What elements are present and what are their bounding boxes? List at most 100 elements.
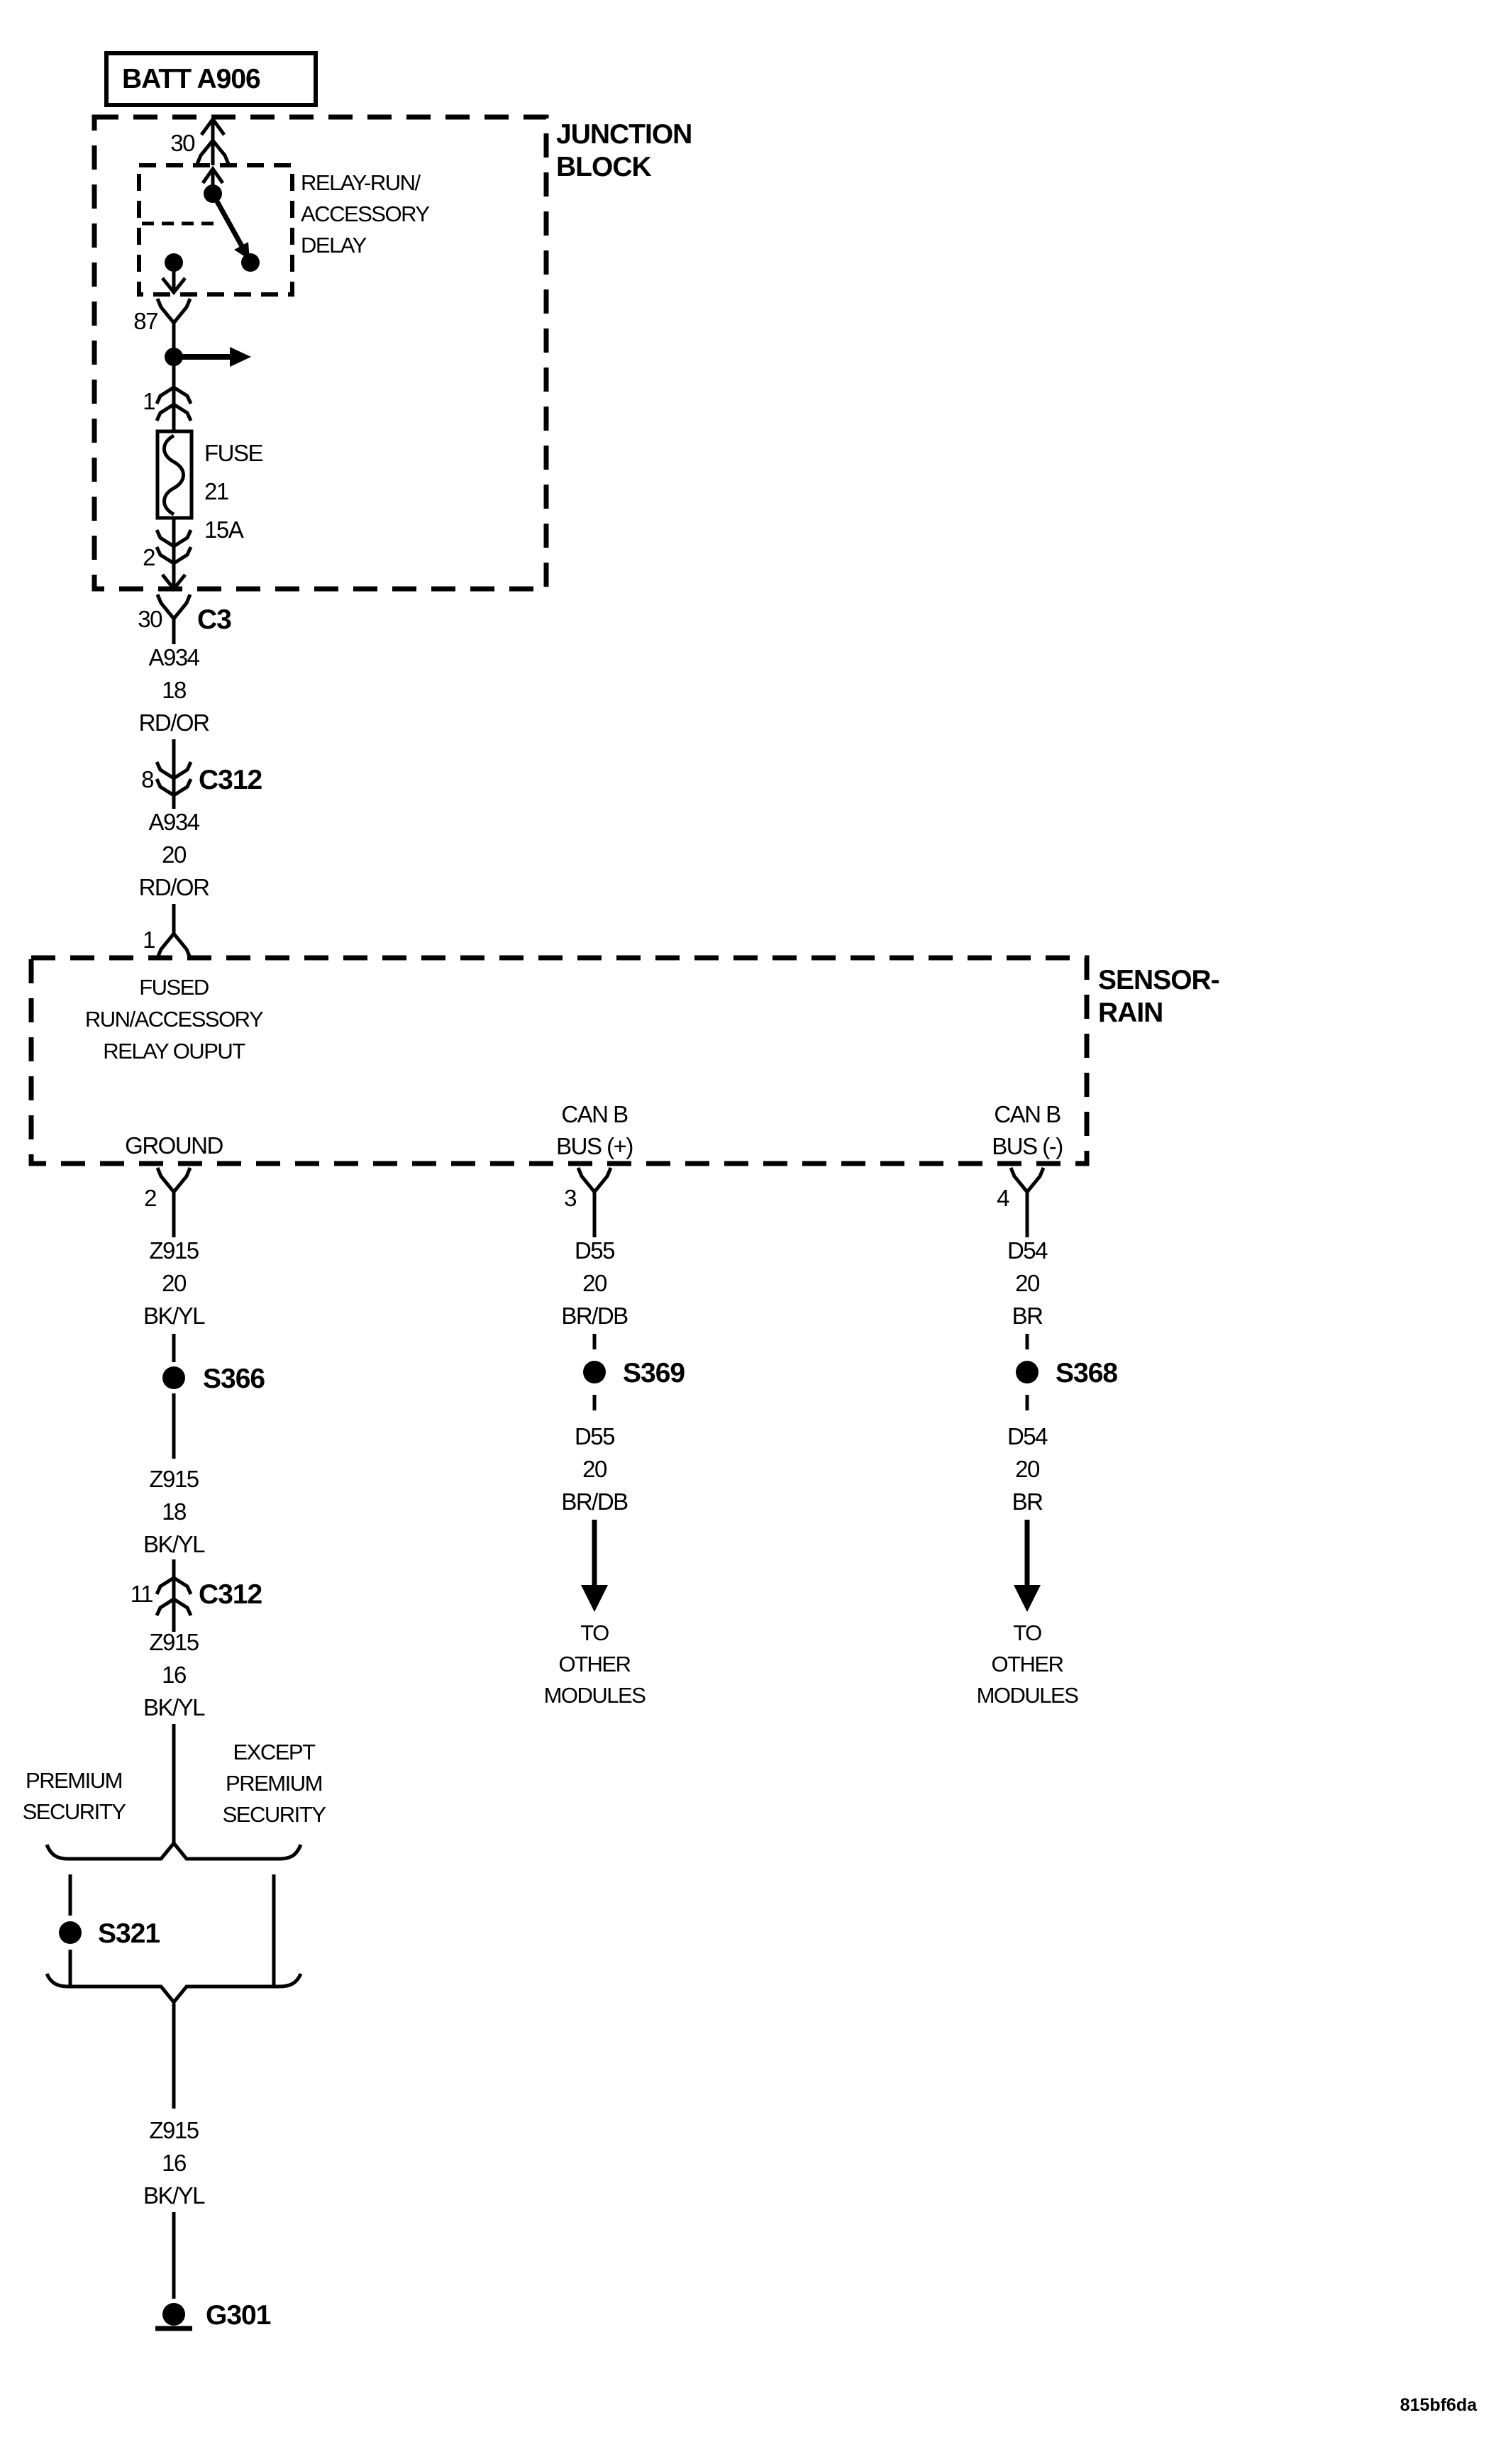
- splice-s368: S368: [1016, 1358, 1118, 1388]
- relay-contact-dot-right: [241, 253, 260, 272]
- arrow-down-icon: [1014, 1585, 1041, 1612]
- relay-box-outline: [137, 163, 294, 297]
- c312-name: C312: [199, 1579, 262, 1610]
- fuse-box-outline: [155, 429, 194, 520]
- wire-gauge: 20: [162, 841, 187, 868]
- sensor-pin-4-connector: 4: [997, 1167, 1046, 1237]
- to-other-modules-2: OTHER: [559, 1652, 631, 1676]
- wire-gauge: 18: [162, 1498, 186, 1525]
- wire-color: BR/DB: [561, 1303, 628, 1329]
- pin-30-connector-icon: [195, 116, 231, 165]
- chevron-down-icon: [155, 778, 193, 797]
- battery-feed-box: BATT A906: [104, 51, 318, 107]
- wire-circuit: D55: [575, 1423, 614, 1449]
- canb-minus-label-2: BUS (-): [992, 1133, 1063, 1159]
- except-premium-label-2: PREMIUM: [226, 1771, 322, 1796]
- wire-label-z915-16-lower: Z915 16 BK/YL: [143, 2117, 206, 2209]
- wire-circuit: D54: [1007, 1423, 1048, 1449]
- ground-name: G301: [206, 2300, 271, 2331]
- premium-security-label-1: PREMIUM: [26, 1768, 122, 1793]
- rain-sensor-box: SENSOR- RAIN FUSED RUN/ACCESSORY RELAY O…: [28, 955, 1220, 1166]
- junction-block-outline: [92, 114, 549, 592]
- wire-label-a934-20: A934 20 RD/OR: [139, 809, 211, 900]
- relay-label-2: ACCESSORY: [301, 201, 429, 226]
- arrow-down-icon: [581, 1585, 608, 1612]
- wire-label-d55-lower: D55 20 BR/DB: [561, 1423, 628, 1515]
- connector-c312-pin11: 11 C312: [131, 1559, 263, 1632]
- fuse-rating: 15A: [204, 516, 244, 543]
- splice-name: S366: [203, 1364, 265, 1394]
- sensor-pin-1-number: 1: [143, 927, 155, 953]
- to-other-modules-3: MODULES: [977, 1683, 1079, 1708]
- fork-icon: [155, 1167, 192, 1193]
- pin-87-number: 87: [133, 308, 157, 334]
- chevron-up-icon: [155, 1597, 193, 1617]
- connector-c3: 30 C3: [138, 594, 232, 644]
- relay-label-1: RELAY-RUN/: [301, 170, 421, 195]
- wire-color: BK/YL: [143, 1694, 205, 1720]
- except-premium-label-1: EXCEPT: [233, 1740, 316, 1764]
- to-other-modules-1: TO: [580, 1620, 609, 1645]
- wire-label-z915-20: Z915 20 BK/YL: [143, 1237, 206, 1329]
- fork-icon: [195, 139, 231, 165]
- arrow-right-icon: [230, 347, 251, 367]
- relay-switch-blade: [210, 192, 245, 248]
- canb-plus-label-2: BUS (+): [556, 1133, 633, 1159]
- fuse-element-icon: [162, 433, 185, 516]
- fuse-number: 21: [204, 478, 228, 504]
- option-split: PREMIUM SECURITY EXCEPT PREMIUM SECURITY…: [23, 1740, 327, 2005]
- rain-sensor-label-2: RAIN: [1098, 998, 1163, 1028]
- chevron-up-icon: [155, 385, 193, 405]
- ground-g301: G301: [155, 2300, 272, 2331]
- fork-icon: [1009, 1167, 1046, 1193]
- arrow-down-icon: [161, 277, 187, 296]
- sensor-pin-2-number: 2: [144, 1185, 156, 1211]
- fused-output-label-2: RUN/ACCESSORY: [85, 1007, 263, 1032]
- fork-down-icon: [155, 932, 192, 958]
- wire-circuit: D54: [1007, 1237, 1048, 1264]
- fuse-pin-1-connector-icon: [155, 385, 193, 422]
- relay-run-accessory-delay: [137, 163, 294, 297]
- to-other-modules-2: OTHER: [992, 1652, 1063, 1676]
- wire-gauge: 16: [162, 1662, 186, 1688]
- junction-block-label-1: JUNCTION: [556, 119, 692, 150]
- splice-name: S369: [623, 1358, 685, 1388]
- canb-plus-column: D55 20 BR/DB S369 D55 20 BR/DB TO OTHER …: [544, 1237, 686, 1708]
- connector-c312-pin8: 8 C312: [141, 761, 263, 809]
- wire-label-d54-lower: D54 20 BR: [1007, 1423, 1049, 1515]
- feed-branch-arrow: [165, 347, 251, 367]
- c3-pin-number: 30: [138, 606, 162, 632]
- premium-security-label-2: SECURITY: [23, 1799, 126, 1824]
- wire-circuit: Z915: [149, 2117, 198, 2143]
- rain-sensor-outline: [28, 955, 1090, 1166]
- split-brace-icon: [45, 1840, 303, 1861]
- c3-name: C3: [197, 604, 231, 635]
- fuse-pin-2-number: 2: [143, 544, 155, 570]
- wire-label-d55-upper: D55 20 BR/DB: [561, 1237, 628, 1329]
- c312-pin-number: 11: [131, 1581, 153, 1607]
- sensor-pin-3-connector: 3: [564, 1167, 613, 1237]
- wire-gauge: 20: [1015, 1270, 1040, 1296]
- wire-gauge: 20: [162, 1270, 187, 1296]
- fork-icon: [576, 1167, 613, 1193]
- sensor-pin-3-number: 3: [564, 1185, 576, 1211]
- wire-circuit: Z915: [149, 1629, 198, 1655]
- splice-dot: [1016, 1361, 1038, 1383]
- wire-circuit: Z915: [149, 1237, 198, 1264]
- splice-dot: [162, 1366, 185, 1389]
- wire-circuit: A934: [148, 644, 199, 670]
- wire-color: BR: [1012, 1303, 1043, 1329]
- splice-s366: S366: [162, 1364, 265, 1394]
- wire-color: BR: [1012, 1488, 1043, 1515]
- chevron-down-icon: [155, 761, 193, 780]
- fuse-pin-1-number: 1: [143, 388, 155, 414]
- ground-dot-icon: [162, 2303, 185, 2326]
- to-other-modules-3: MODULES: [544, 1683, 646, 1708]
- fused-output-label-1: FUSED: [139, 975, 209, 1000]
- sensor-pin-4-number: 4: [997, 1185, 1009, 1211]
- fork-icon: [155, 298, 192, 324]
- wire-label-z915-16-upper: Z915 16 BK/YL: [143, 1629, 206, 1720]
- canb-minus-label-1: CAN B: [994, 1101, 1060, 1127]
- chevron-down-icon: [155, 529, 193, 548]
